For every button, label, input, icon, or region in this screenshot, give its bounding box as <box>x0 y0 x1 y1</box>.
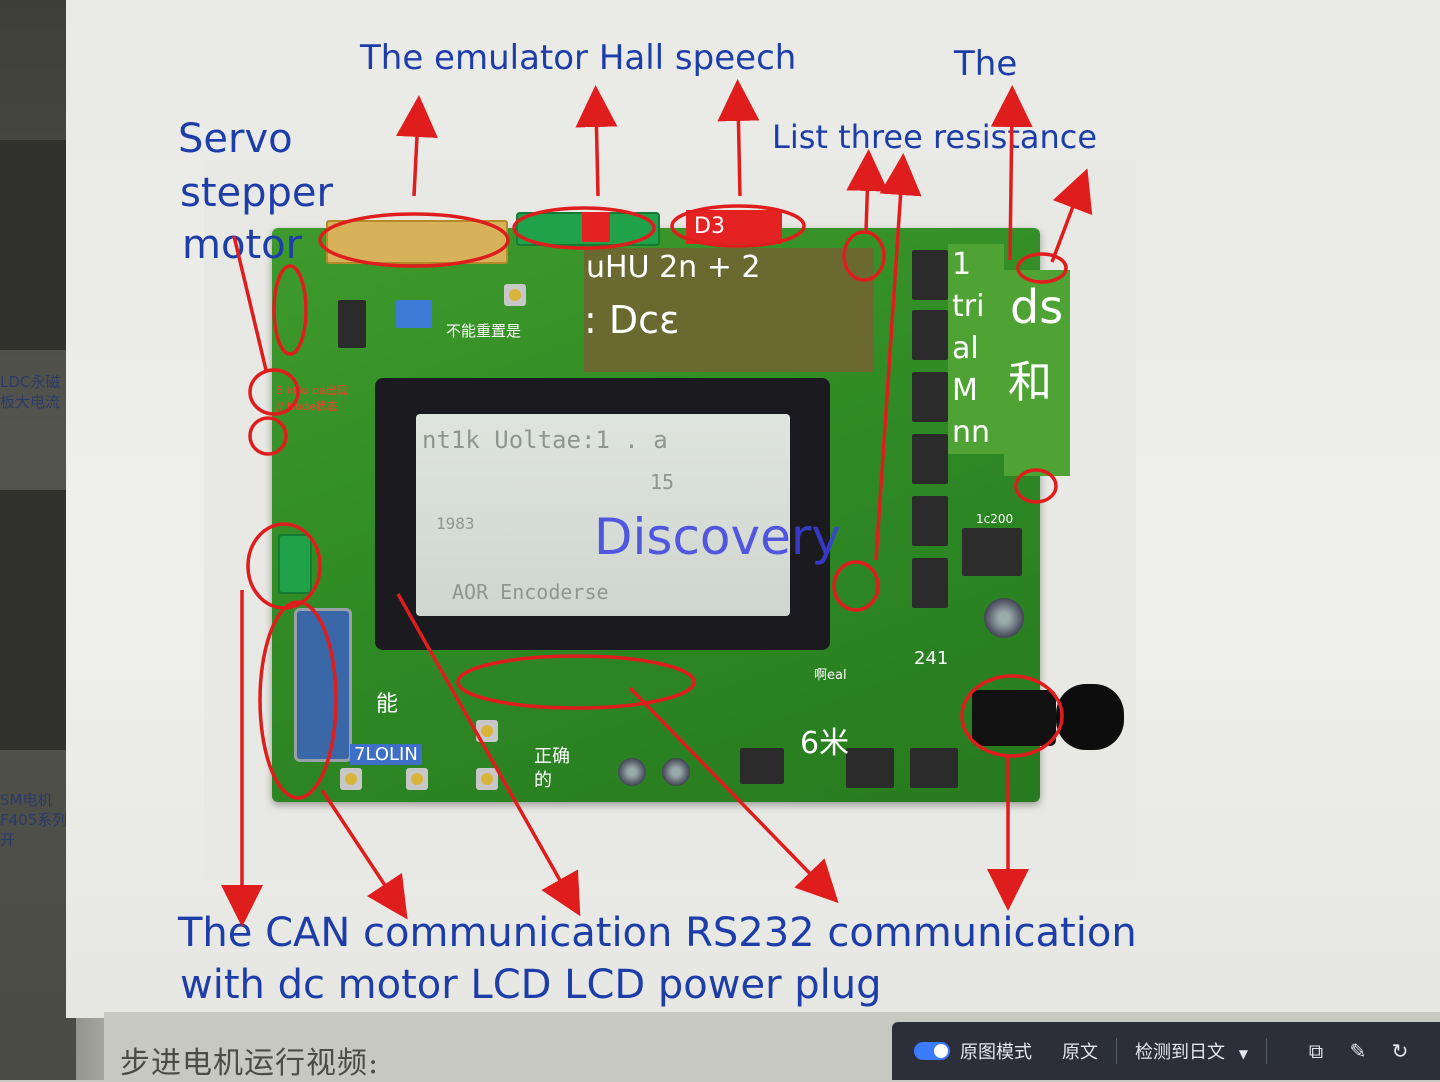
annotation-list-three-resistance: List three resistance <box>772 118 1098 156</box>
annotation-servo: Servo <box>178 116 293 162</box>
sidebar-caption: SM电机 F405系列开 <box>0 791 68 849</box>
ic-chip <box>338 300 366 348</box>
annotation-dc-motor-lcd: with dc motor LCD LCD power plug <box>180 962 882 1008</box>
lcd-text-line: 1983 <box>436 514 475 533</box>
dip-switch <box>396 300 432 328</box>
db9-connector <box>294 608 352 762</box>
annotation-can-rs232: The CAN communication RS232 communicatio… <box>178 910 1137 956</box>
board-label: 241 <box>914 648 949 669</box>
power-jack <box>972 690 1056 746</box>
red-label-marker <box>582 212 610 242</box>
power-cable <box>1056 684 1124 750</box>
board-label: 1c200 <box>976 512 1014 526</box>
left-sidebar: LDC永磁 板大电流 SM电机 F405系列开 <box>0 0 76 1080</box>
annotation-the: The <box>954 44 1018 84</box>
d3-label: D3 <box>686 210 782 244</box>
chevron-down-icon: ▼ <box>1238 1047 1248 1061</box>
board-red-label: 8 kGu pa出现 <box>276 384 348 397</box>
capacitor <box>618 758 646 786</box>
mosfet <box>912 558 948 608</box>
copy-icon[interactable]: ⧉ <box>1308 1039 1324 1063</box>
watermark-discovery: Discovery <box>594 508 842 566</box>
mosfet <box>912 250 948 300</box>
original-mode-label[interactable]: 原图模式 <box>960 1042 1032 1063</box>
ic-chip <box>910 748 958 788</box>
tactile-button <box>406 768 428 790</box>
lcd-text-line: AOR Encoderse <box>452 580 609 604</box>
board-label: 7LOLIN <box>350 744 422 765</box>
toolbar-divider <box>1265 1038 1267 1064</box>
board-label: 的 <box>534 770 552 791</box>
annotation-stepper: stepper <box>180 170 333 216</box>
lcd-text-line: nt1k Uoltae:1 . a <box>422 426 668 454</box>
sidebar-thumbnail[interactable] <box>0 140 76 350</box>
ic-chip <box>846 748 894 788</box>
refresh-icon[interactable]: ↻ <box>1391 1039 1409 1063</box>
lcd-screen <box>416 414 790 616</box>
tactile-button <box>476 720 498 742</box>
board-label: 能 <box>376 692 399 717</box>
inductor <box>962 528 1022 576</box>
tactile-button <box>340 768 362 790</box>
board-label: 正确 <box>534 746 570 767</box>
original-text-button[interactable]: 原文 <box>1062 1042 1098 1063</box>
tactile-button <box>504 284 526 306</box>
translation-overlay: uHU 2n + 2 : Dcε <box>584 248 874 372</box>
sidebar-caption: LDC永磁 板大电流 <box>0 373 61 411</box>
annotation-emulator-hall: The emulator Hall speech <box>360 38 797 78</box>
board-label: 啊eal <box>814 668 847 683</box>
mosfet <box>912 434 948 484</box>
section-heading: 步进电机运行视频: <box>120 1046 380 1081</box>
board-red-label: // Node状态 <box>276 400 338 413</box>
mosfet <box>912 496 948 546</box>
translation-toolbar: 原图模式 原文 检测到日文 ▼ ⧉ ✎ ↻ <box>892 1022 1440 1080</box>
mosfet <box>912 372 948 422</box>
translation-overlay-right: 1 tri al M nn <box>948 244 1004 454</box>
pin-header <box>326 220 508 264</box>
toolbar-divider <box>1116 1038 1117 1064</box>
capacitor <box>984 598 1024 638</box>
lcd-text-line: 15 <box>650 470 675 494</box>
board-label: 6米 <box>800 726 850 761</box>
language-detect-dropdown[interactable]: 检测到日文 ▼ <box>1135 1042 1248 1063</box>
translation-overlay-ds: ds 和 <box>1004 270 1070 476</box>
board-label-reset: 不能重置是 <box>446 322 522 340</box>
annotation-motor: motor <box>182 222 303 268</box>
edit-icon[interactable]: ✎ <box>1349 1039 1367 1063</box>
capacitor <box>662 758 690 786</box>
sidebar-thumbnail[interactable] <box>0 490 76 750</box>
terminal-block-can <box>278 534 312 594</box>
original-mode-toggle[interactable] <box>914 1042 950 1060</box>
tactile-button <box>476 768 498 790</box>
mosfet <box>912 310 948 360</box>
ic-chip <box>740 748 784 784</box>
